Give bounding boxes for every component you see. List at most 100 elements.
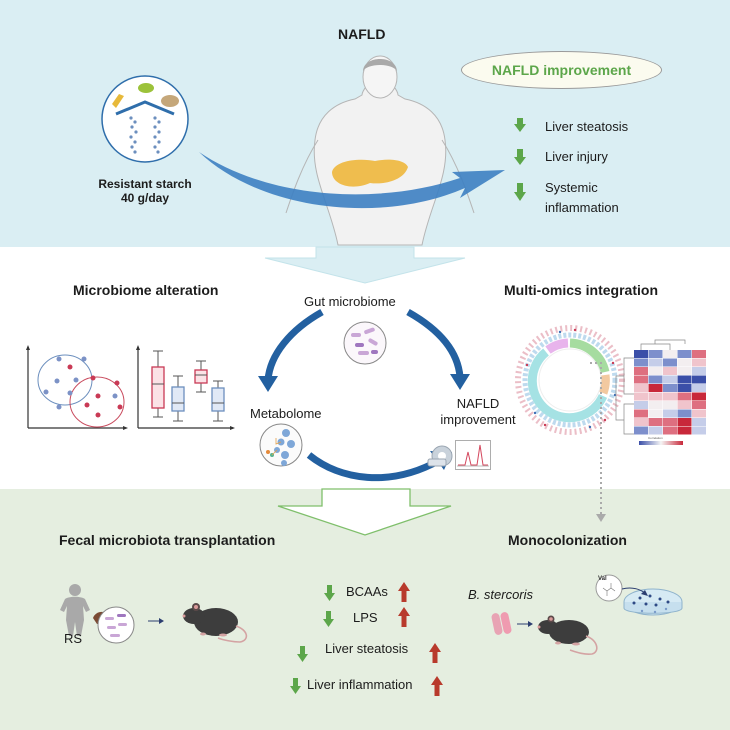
outcome-liver-steatosis: Liver steatosis [545, 119, 629, 134]
fmt-outcome-liver-steatosis: Liver steatosis [325, 641, 409, 656]
heatmap-cell [648, 384, 663, 392]
transfer-arrow-icon [148, 618, 164, 624]
monocolonization-title: Monocolonization [508, 532, 627, 548]
heatmap-cell [677, 358, 692, 367]
heatmap-cell [677, 375, 692, 384]
heatmap-cell [648, 426, 663, 435]
heatmap-cell [663, 392, 677, 401]
heatmap-cell [677, 392, 692, 401]
heatmap-cell [677, 426, 692, 435]
heatmap-cell [648, 358, 663, 367]
heatmap-cell [692, 409, 706, 418]
heatmap-cell [663, 426, 677, 435]
metabolome-label: Metabolome [250, 406, 322, 421]
heatmap-cell [648, 375, 663, 384]
heatmap-cell [677, 350, 692, 358]
outcome-systemic-text: Systemic [545, 180, 598, 195]
heatmap-cell [634, 401, 648, 409]
donor-label: RS [64, 631, 83, 646]
heatmap-cell [692, 426, 706, 435]
heatmap-cell [663, 358, 677, 367]
heatmap-cell [677, 367, 692, 375]
heatmap-cell [692, 392, 706, 401]
heatmap-cell [634, 392, 648, 401]
heatmap-color-scale [639, 441, 683, 445]
heatmap-cell [648, 392, 663, 401]
gut-microbiome-label: Gut microbiome [304, 294, 396, 309]
heatmap-cell [692, 418, 706, 426]
heatmap-cell [677, 401, 692, 409]
heatmap-cell [663, 367, 677, 375]
stool-microbiota-icon [93, 606, 135, 644]
bacteria-capsule-icon [491, 612, 512, 635]
metabolome-icon [259, 423, 303, 467]
valine-molecule-icon [595, 574, 623, 602]
dose-text: 40 g/day [120, 191, 170, 205]
heatmap-cell [648, 367, 663, 375]
heatmap-cell [663, 350, 677, 358]
resistant-starch-text: Resistant starch [98, 177, 192, 191]
heatmap-cell [692, 350, 706, 358]
heatmap-cell [648, 401, 663, 409]
heatmap-cell [692, 375, 706, 384]
outcome-liver-injury: Liver injury [545, 149, 608, 164]
up-arrow-icon [431, 676, 443, 696]
valine-label: Val [598, 576, 607, 582]
mouse-fmt-icon [182, 603, 248, 643]
heatmap-cell [634, 384, 648, 392]
microbiome-alteration-title: Microbiome alteration [73, 282, 219, 298]
improvement-text: improvement [440, 412, 516, 427]
down-arrow-icon [297, 646, 308, 662]
gut-microbiome-icon [343, 321, 387, 365]
heatmap-cell [663, 418, 677, 426]
up-arrow-icon [398, 582, 410, 602]
heatmap-cell [634, 409, 648, 418]
outcome-inflammation-text: inflammation [545, 200, 619, 215]
down-arrow-icon [290, 678, 301, 694]
heatmap-cell [692, 358, 706, 367]
heatmap-cell [634, 358, 648, 367]
resistant-starch-icon [101, 75, 189, 163]
correlation-heatmap [615, 339, 706, 435]
spectrum-chart-icon [455, 440, 491, 470]
heatmap-cell [634, 367, 648, 375]
heatmap-cell [663, 384, 677, 392]
mouse-monocolonized-icon [537, 615, 598, 655]
heatmap-cell [648, 409, 663, 418]
down-arrow-icon [323, 611, 334, 627]
down-arrow-icon [514, 183, 526, 201]
fmt-outcome-lps: LPS [353, 610, 378, 625]
heatmap-cell [634, 426, 648, 435]
pcoa-scatter-plot [26, 345, 128, 430]
nafld-title: NAFLD [338, 26, 386, 42]
nafld-text: NAFLD [456, 396, 500, 411]
heatmap-legend-label: Correlation [648, 436, 663, 440]
down-arrow-icon [324, 585, 335, 601]
nafld-improvement-badge: NAFLD improvement [461, 51, 662, 89]
heatmap-cell [634, 375, 648, 384]
species-label: B. stercoris [468, 587, 534, 602]
heatmap-cell [677, 409, 692, 418]
boxplot-chart [136, 345, 235, 430]
up-arrow-icon [398, 607, 410, 627]
heatmap-cell [648, 418, 663, 426]
heatmap-cell [692, 367, 706, 375]
fmt-outcome-bcaas: BCAAs [346, 584, 388, 599]
gavage-arrow-icon [517, 621, 533, 627]
fmt-title: Fecal microbiota transplantation [59, 532, 276, 548]
heatmap-cell [692, 384, 706, 392]
heatmap-cell [663, 409, 677, 418]
heatmap-dendrogram [615, 339, 686, 435]
fmt-outcome-liver-inflammation: Liver inflammation [307, 677, 413, 692]
donor-person-icon [60, 584, 90, 636]
mri-scanner-icon [427, 445, 453, 467]
heatmap-cell [634, 418, 648, 426]
heatmap-cell [663, 375, 677, 384]
heatmap-cell [648, 350, 663, 358]
petri-dish-icon [623, 588, 683, 616]
